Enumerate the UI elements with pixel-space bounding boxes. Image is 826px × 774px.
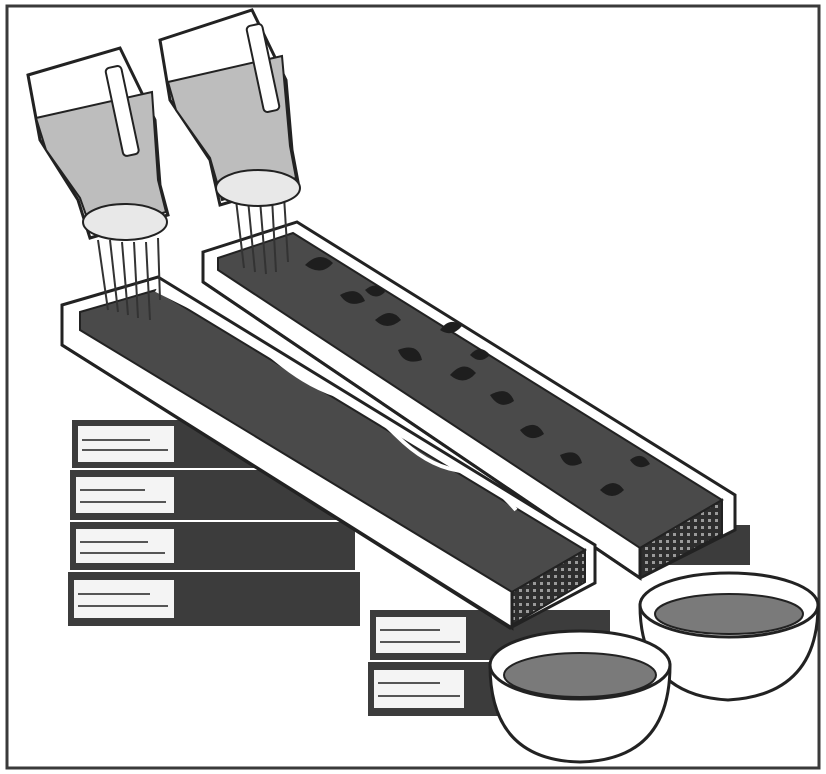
jug-right xyxy=(160,10,300,206)
book-left-3 xyxy=(70,522,355,570)
jug-left xyxy=(28,48,168,240)
bowl-front xyxy=(490,631,670,762)
book-left-4 xyxy=(68,572,360,626)
